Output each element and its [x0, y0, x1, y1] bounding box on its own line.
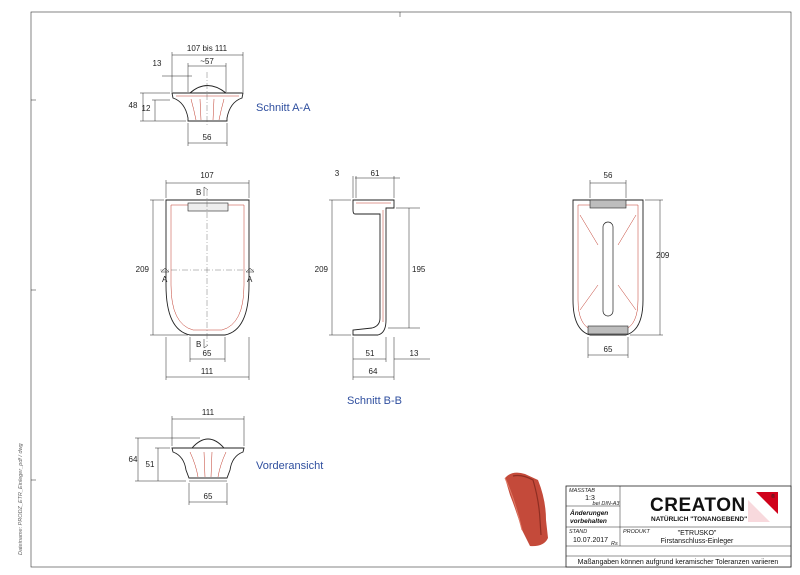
- dim-under-top-width: 56: [604, 171, 613, 180]
- underside-view: 56 209 65: [572, 171, 670, 358]
- dim-front-height-body: 51: [146, 460, 155, 469]
- brand-slogan: NATÜRLICH "TONANGEBEND": [651, 514, 747, 523]
- section-aa-view: 107 bis 111 ~57 13 48 12 56 Schnitt A-A: [129, 44, 311, 146]
- dim-front-top-width: 111: [202, 408, 215, 417]
- section-bb-view: 3 61 209 195 51 13 64 Schnitt B-B: [315, 169, 430, 407]
- product-render-image: [504, 472, 548, 547]
- dim-bb-height-outer: 209: [315, 265, 329, 274]
- top-view: 107 209 65 111 B B A A: [136, 171, 255, 380]
- dim-aa-ridge-width: ~57: [200, 57, 214, 66]
- creaton-logo: CREATON NATÜRLICH "TONANGEBEND" ®: [650, 492, 778, 523]
- stand-note: Rs: [611, 541, 618, 547]
- dim-front-bottom-width: 65: [204, 492, 213, 501]
- produkt-label: PRODUKT: [623, 529, 651, 535]
- sheet-border: [30, 11, 792, 568]
- dim-bb-lip: 3: [335, 169, 340, 178]
- front-view: 111 64 51 65 Vorderansicht: [129, 408, 323, 505]
- produkt-desc: Firstanschluss-Einleger: [661, 538, 734, 545]
- title-block: MASSTAB 1:3 bei DIN-A3 Änderungen vorbeh…: [565, 485, 792, 568]
- tolerance-footer: Maßangaben können aufgrund keramischer T…: [578, 559, 779, 566]
- massstab-label: MASSTAB: [569, 488, 595, 494]
- dim-under-height: 209: [656, 251, 670, 260]
- changes-line1: Änderungen: [569, 509, 608, 517]
- dim-aa-height-lower: 12: [142, 104, 151, 113]
- marker-b-top: B: [196, 188, 201, 197]
- dim-bb-top-width: 61: [371, 169, 380, 178]
- dim-bb-foot-width: 51: [366, 349, 375, 358]
- front-view-title: Vorderansicht: [256, 460, 323, 472]
- dim-top-height: 209: [136, 265, 150, 274]
- dim-aa-overhang: 13: [153, 59, 162, 68]
- dim-aa-base-width: 56: [203, 133, 212, 142]
- section-aa-title: Schnitt A-A: [256, 102, 311, 114]
- stand-value: 10.07.2017: [573, 537, 608, 544]
- dim-aa-height-total: 48: [129, 101, 138, 110]
- dim-front-height-total: 64: [129, 455, 138, 464]
- dim-top-bottom-width: 111: [201, 367, 214, 376]
- produkt-name: "ETRUSKO": [678, 530, 717, 537]
- dim-bb-height-inner: 195: [412, 265, 426, 274]
- marker-b-bottom: B: [196, 340, 201, 349]
- marker-a-left: A: [162, 275, 168, 284]
- section-bb-title: Schnitt B-B: [347, 395, 402, 407]
- stand-label: STAND: [569, 529, 587, 535]
- brand-name: CREATON: [650, 495, 746, 516]
- registered-mark: ®: [771, 493, 776, 500]
- dim-top-width: 107: [200, 171, 214, 180]
- dim-bb-overall: 64: [369, 367, 378, 376]
- logo-triangle-icon: [756, 492, 778, 514]
- massstab-value: 1:3: [585, 495, 595, 502]
- changes-line2: vorbehalten: [570, 518, 607, 525]
- dim-bb-foot-offset: 13: [410, 349, 419, 358]
- file-name-note: Dateiname: PRODZ_ETR_Einleger_pdf / dwg: [18, 442, 24, 555]
- dim-top-inner-bottom: 65: [203, 349, 212, 358]
- marker-a-right: A: [247, 275, 253, 284]
- dim-aa-overall-width: 107 bis 111: [187, 44, 228, 53]
- massstab-note: bei DIN-A3: [593, 501, 621, 507]
- dim-under-bottom-width: 65: [604, 345, 613, 354]
